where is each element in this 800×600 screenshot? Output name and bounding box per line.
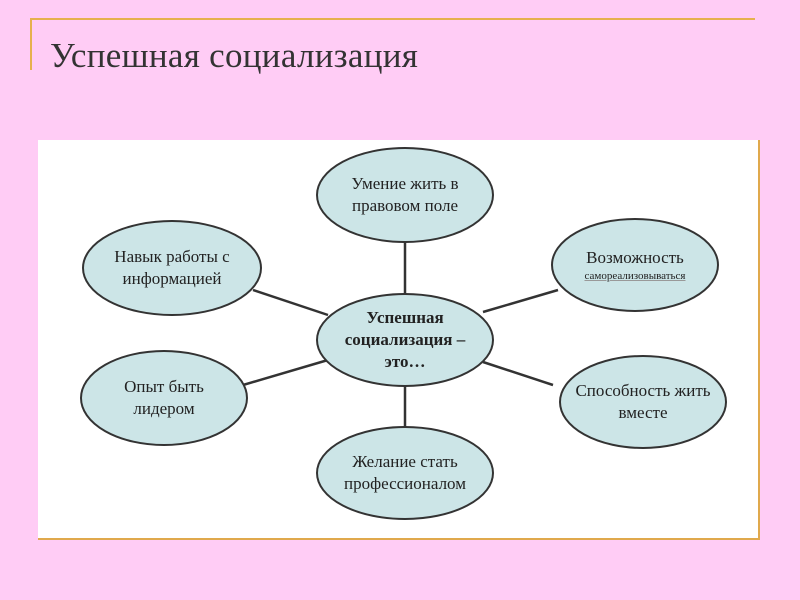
- node-top-label: Умение жить в правовом поле: [351, 174, 459, 215]
- node-top-ellipse: [316, 147, 494, 243]
- connector-bottom-right: [482, 360, 554, 387]
- node-bottom-right-ellipse: [559, 355, 727, 449]
- node-top-left-label: Навык работы с информацией: [114, 247, 230, 288]
- diagram-panel: Умение жить в правовом поле Возможность …: [38, 140, 760, 540]
- connector-top-right: [482, 288, 559, 314]
- node-center-label: Успешная социализация – это…: [344, 308, 466, 371]
- node-top-right-label: Возможность самореализовываться: [558, 225, 712, 305]
- node-center-ellipse: [316, 293, 494, 387]
- node-bottom-ellipse: [316, 426, 494, 520]
- connector-top-left: [252, 288, 329, 317]
- diagram-svg: [80, 147, 727, 520]
- node-bottom-right-label: Способность жить вместе: [575, 381, 711, 422]
- node-bottom-left-label: Опыт быть лидером: [124, 377, 204, 418]
- node-top-right-label-small: самореализовываться: [584, 270, 686, 282]
- node-top-right-label-main: Возможность: [586, 248, 684, 267]
- node-bottom-left-ellipse: [80, 350, 248, 446]
- title-side-rule: [30, 18, 32, 70]
- connector-bottom-left: [242, 358, 329, 387]
- node-bottom-label: Желание стать профессионалом: [344, 452, 466, 493]
- title-top-rule: [30, 18, 755, 20]
- slide-title: Успешная социализация: [50, 36, 419, 75]
- node-top-right-ellipse: [551, 218, 719, 312]
- node-top-left-ellipse: [82, 220, 262, 316]
